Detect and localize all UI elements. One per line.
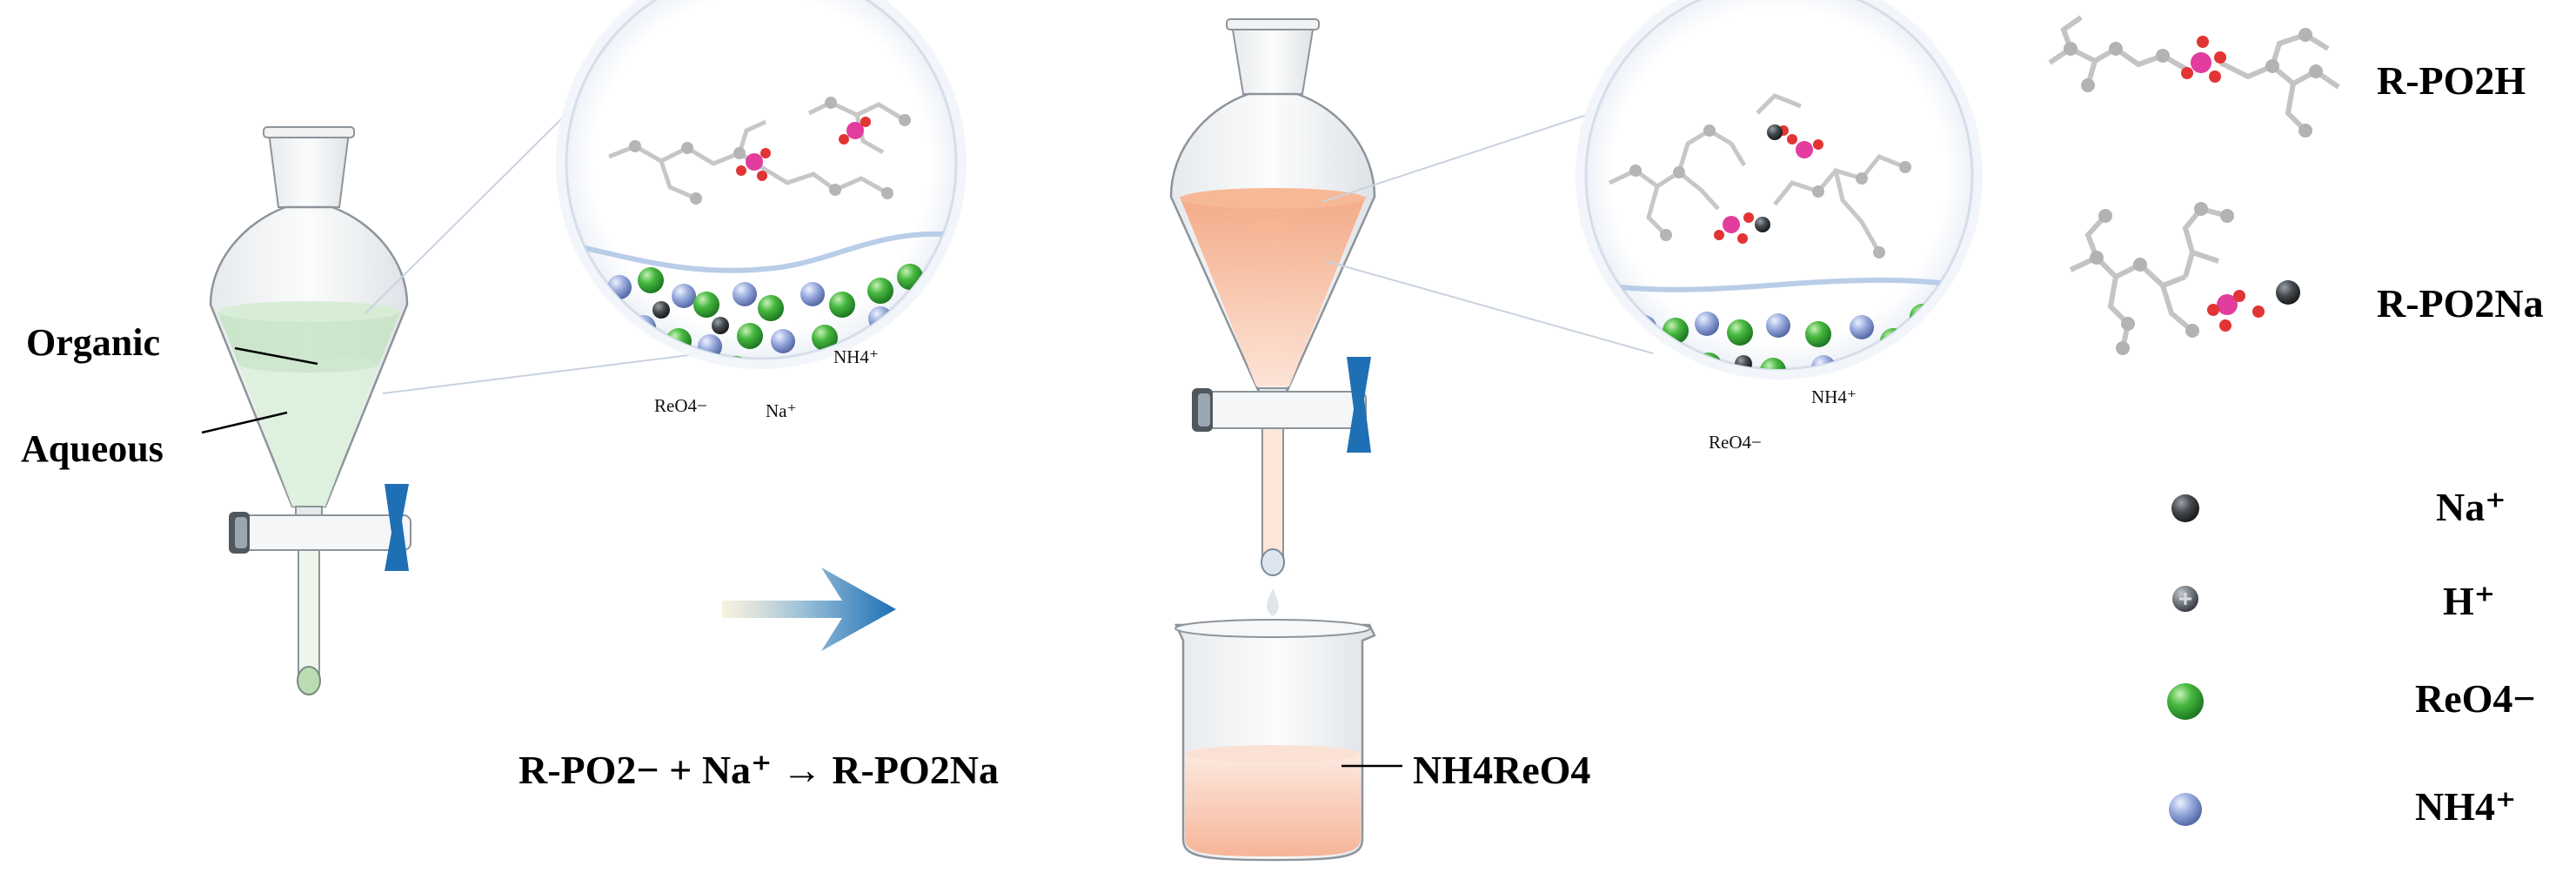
left-zoom-connectors bbox=[365, 105, 690, 394]
legend-r-po2na-molecule-icon bbox=[2069, 202, 2300, 355]
stopcock-handle-icon bbox=[385, 484, 409, 571]
stopcock-handle-icon bbox=[1347, 357, 1371, 453]
organic-label: Organic bbox=[26, 321, 160, 364]
zoom-right-reo4-label: ReO4− bbox=[1709, 432, 1762, 453]
legend-label-r-po2na: R-PO2Na bbox=[2377, 281, 2544, 326]
aqueous-label: Aqueous bbox=[21, 427, 164, 470]
left-separatory-funnel bbox=[201, 126, 411, 695]
legend-label-h: H⁺ bbox=[2443, 579, 2496, 623]
product-label: NH4ReO4 bbox=[1413, 748, 1591, 792]
left-zoom-circle bbox=[556, 0, 967, 369]
legend-reo4-ion-sphere-icon bbox=[2167, 683, 2204, 720]
sodium-extractant-molecule-icon bbox=[1608, 93, 1911, 259]
zoom-right-nh4-label: NH4⁺ bbox=[1811, 386, 1857, 407]
legend-nh4-ion-sphere-icon bbox=[2169, 793, 2202, 826]
zoom-left-na-label: Na⁺ bbox=[766, 400, 797, 421]
extractant-molecule-icon bbox=[608, 97, 911, 205]
legend-label-na: Na⁺ bbox=[2436, 485, 2506, 529]
legend-h-ion-sphere-icon bbox=[2172, 586, 2198, 612]
drop-icon bbox=[1267, 588, 1279, 616]
beaker bbox=[1174, 619, 1402, 862]
legend-r-po2h-molecule-icon bbox=[2048, 15, 2340, 138]
process-arrow-icon bbox=[722, 567, 896, 651]
legend-na-ion-sphere-icon bbox=[2171, 494, 2199, 522]
right-zoom-connectors bbox=[1321, 112, 1654, 354]
middle-separatory-funnel bbox=[1169, 18, 1376, 703]
right-zoom-circle bbox=[1576, 0, 1983, 379]
zoom-left-reo4-label: ReO4− bbox=[654, 395, 707, 416]
legend-label-reo4: ReO4− bbox=[2415, 676, 2536, 721]
reaction-equation: R-PO2− + Na⁺ → R-PO2Na bbox=[519, 748, 999, 792]
legend-label-r-po2h: R-PO2H bbox=[2377, 58, 2526, 103]
legend-label-nh4: NH4⁺ bbox=[2415, 784, 2517, 829]
zoom-left-nh4-label: NH4⁺ bbox=[833, 346, 879, 367]
